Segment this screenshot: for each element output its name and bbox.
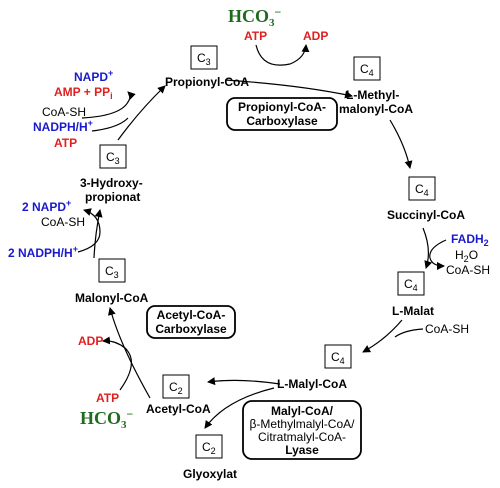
c3-box-malonyl: C3	[98, 258, 126, 283]
svg-text:Acetyl-CoA-: Acetyl-CoA-	[157, 308, 226, 322]
svg-text:β-Methylmalyl-CoA/: β-Methylmalyl-CoA/	[250, 417, 356, 431]
c2-box-glyoxylat: C2	[195, 434, 223, 459]
arrow-acetyl-to-malonyl	[107, 307, 151, 399]
arrow-hydroxypropionat-to-propionyl	[117, 85, 166, 141]
coash-bottom-label: CoA-SH	[425, 322, 469, 336]
line-nadph-join	[91, 117, 129, 132]
compound-malat: L-Malat	[392, 304, 434, 318]
c3-box-propionyl: C3	[190, 45, 218, 70]
amp-ppi-label: AMP + PPi	[54, 85, 113, 101]
two-nadph-label: 2 NADPH/H+	[8, 244, 78, 260]
arrow-propionyl-to-methylmalonyl	[224, 79, 353, 99]
c4-box-succinyl: C4	[408, 176, 436, 201]
svg-text:Lyase: Lyase	[285, 443, 319, 457]
svg-text:Carboxylase: Carboxylase	[246, 114, 318, 128]
two-napd-label: 2 NAPD+	[22, 198, 71, 214]
hco3-bottom-label: HCO3−	[80, 407, 134, 431]
arrow-malonyl-to-hydroxypropionat	[93, 209, 103, 259]
compound-glyoxylat: Glyoxylat	[183, 467, 237, 481]
arrow-methylmalonyl-to-succinyl	[389, 119, 413, 169]
c4-box-malyl: C4	[324, 344, 352, 369]
arrow-left-cofactor-curl	[81, 91, 136, 119]
atp-top-label: ATP	[244, 29, 267, 43]
c2-box-acetyl: C2	[162, 374, 190, 399]
coash-left-label: CoA-SH	[42, 105, 86, 119]
svg-text:Propionyl-CoA-: Propionyl-CoA-	[238, 100, 326, 114]
compound-methylmalonyl-line2: malonyl-CoA	[339, 102, 413, 116]
arrow-succinyl-to-malat	[422, 227, 433, 269]
coash-right-label: CoA-SH	[446, 263, 490, 277]
arrow-fadh2-side	[429, 239, 447, 270]
compound-acetyl-coa: Acetyl-CoA	[146, 402, 211, 416]
compound-hydroxypropionat-line1: 3-Hydroxy-	[80, 176, 143, 190]
svg-text:Citratmalyl-CoA-: Citratmalyl-CoA-	[258, 430, 346, 444]
atp-bottom-label: ATP	[96, 391, 119, 405]
enzyme-lyase: Malyl-CoA/ β-Methylmalyl-CoA/ Citratmaly…	[242, 400, 362, 460]
c4-box-malat: C4	[397, 271, 425, 296]
compound-succinyl-coa: Succinyl-CoA	[387, 208, 465, 222]
nadph-left-label: NADPH/H+	[33, 118, 93, 134]
compound-malonyl-coa: Malonyl-CoA	[75, 291, 149, 305]
hco3-top-label: HCO3−	[228, 5, 282, 29]
svg-text:Malyl-CoA/: Malyl-CoA/	[271, 404, 334, 418]
compound-propionyl-coa: Propionyl-CoA	[165, 75, 249, 89]
compound-hydroxypropionat-line2: propionat	[85, 190, 140, 204]
napd-left-label: NAPD+	[74, 68, 113, 84]
svg-text:Carboxylase: Carboxylase	[155, 322, 227, 336]
compound-methylmalonyl-line1: L-Methyl-	[346, 88, 399, 102]
enzyme-propionyl-carboxylase: Propionyl-CoA- Carboxylase	[226, 97, 338, 131]
coash-left2-label: CoA-SH	[41, 215, 85, 229]
c3-box-hydroxypropionat: C3	[99, 144, 127, 169]
arrow-malyl-to-acetyl	[207, 377, 281, 386]
enzyme-acetyl-carboxylase: Acetyl-CoA- Carboxylase	[146, 305, 236, 339]
atp-left-label: ATP	[54, 136, 77, 150]
h2o-label: H2O	[455, 248, 478, 264]
arrow-malyl-to-glyoxylat	[204, 387, 275, 429]
adp-top-label: ADP	[303, 29, 328, 43]
line-coash-bottom	[394, 328, 424, 338]
fadh2-label: FADH2	[451, 232, 489, 248]
arrow-nadph-curl	[77, 208, 101, 253]
adp-bottom-label: ADP	[78, 334, 103, 348]
arrow-atp-adp-bottom	[102, 336, 132, 391]
arrow-atp-adp-top	[255, 44, 310, 66]
compound-malyl-coa: L-Malyl-CoA	[277, 377, 347, 391]
arrow-malat-to-malyl	[362, 319, 403, 353]
c4-box-methylmalonyl: C4	[353, 56, 381, 81]
